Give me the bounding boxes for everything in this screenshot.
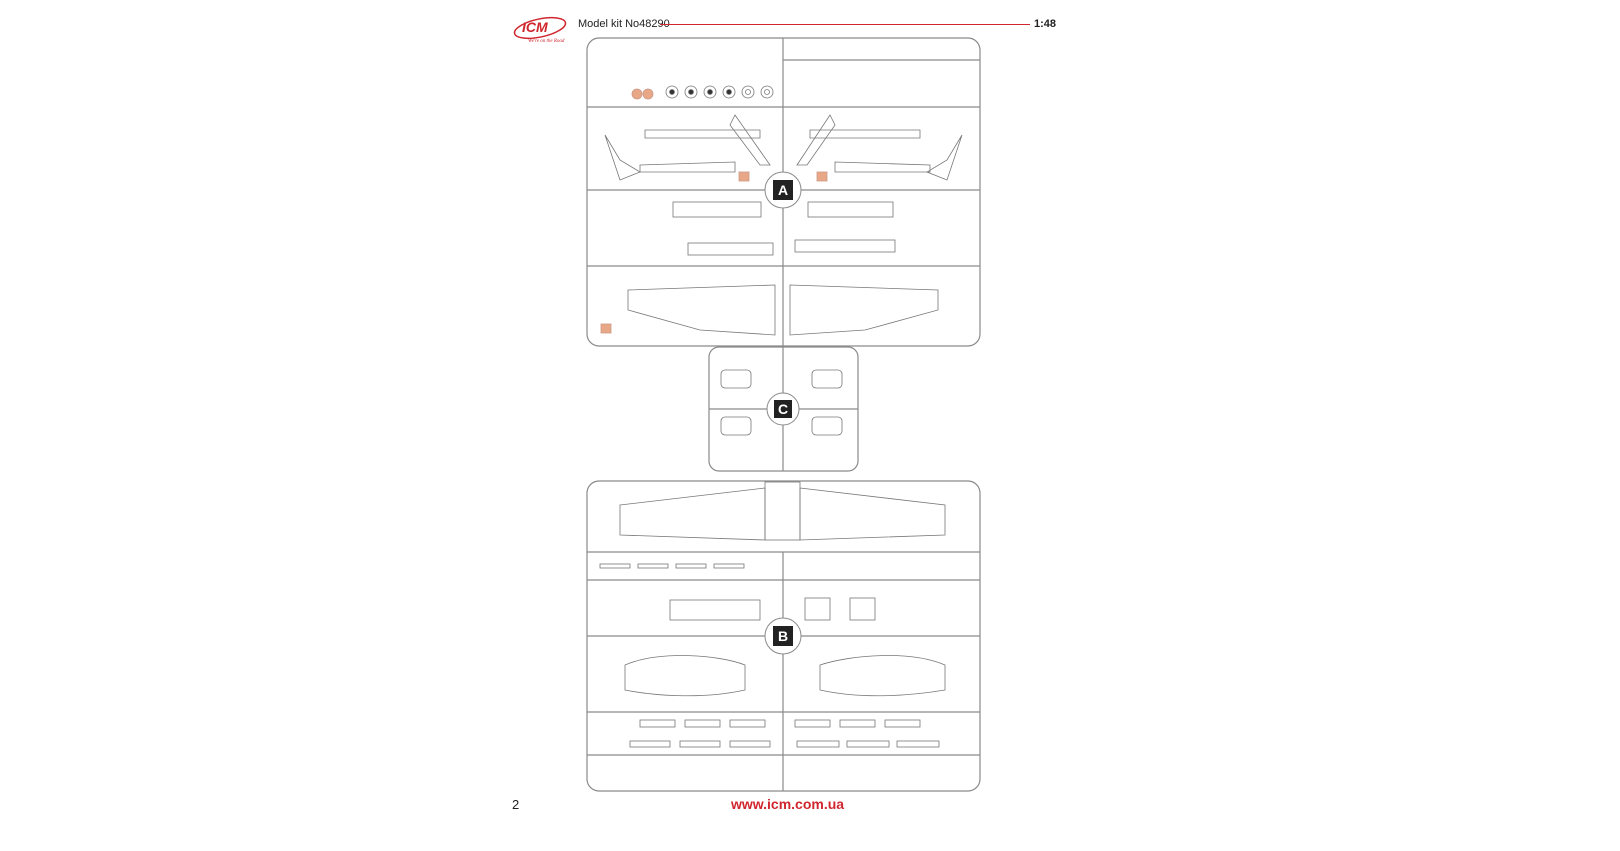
panel-part — [672, 201, 762, 218]
wheel-hub — [707, 89, 713, 95]
wing-center — [764, 481, 801, 541]
panel-part — [807, 201, 894, 218]
upper-wing — [799, 487, 946, 541]
sprue-c-badge: C — [766, 392, 800, 426]
rod-part — [896, 740, 940, 748]
canopy-part — [720, 416, 752, 436]
canopy-part — [811, 416, 843, 436]
rod-part — [884, 719, 921, 728]
clear-part — [816, 171, 828, 182]
kit-title: Model kit No48290 — [578, 18, 670, 30]
rod-part — [729, 719, 766, 728]
tail-fin — [796, 114, 836, 166]
rod-part — [684, 719, 721, 728]
upper-wing — [619, 487, 766, 541]
boom-part — [639, 161, 736, 173]
wheel-part — [760, 85, 774, 99]
wheel-hub — [669, 89, 675, 95]
wheel-part — [741, 85, 755, 99]
sprue-a-letter: A — [778, 182, 788, 198]
sprue-a-badge: A — [764, 171, 802, 209]
fuselage-half — [819, 655, 946, 697]
rod-part — [629, 740, 671, 748]
wing-half — [627, 284, 776, 336]
panel-part — [687, 242, 774, 256]
icm-logo: ICM We're on the Road — [512, 14, 568, 44]
rod-part — [839, 719, 876, 728]
svg-text:ICM: ICM — [522, 19, 548, 35]
panel-part — [849, 597, 876, 621]
rod-part — [675, 563, 707, 569]
clear-part — [642, 88, 654, 100]
rod-part — [729, 740, 771, 748]
website-link[interactable]: www.icm.com.ua — [731, 796, 845, 812]
kit-scale: 1:48 — [1034, 18, 1057, 30]
wheel-part — [684, 85, 698, 99]
clear-part — [631, 88, 643, 100]
canopy-part — [811, 369, 843, 389]
clear-part — [600, 323, 612, 334]
wheel-part — [703, 85, 717, 99]
wheel-part — [722, 85, 736, 99]
fuselage-half — [624, 655, 746, 697]
wheel-hub — [688, 89, 694, 95]
panel-part — [804, 597, 831, 621]
wheel-part — [665, 85, 679, 99]
wheel-hub — [745, 89, 751, 95]
rod-part — [796, 740, 840, 748]
rod-part — [794, 719, 831, 728]
tail-fin — [926, 134, 963, 181]
svg-text:We're on the Road: We're on the Road — [528, 39, 565, 44]
boom-part — [809, 129, 921, 139]
rod-part — [639, 719, 676, 728]
wheel-hub — [726, 89, 732, 95]
header-rule — [660, 24, 1030, 25]
rod-part — [679, 740, 721, 748]
wing-half — [789, 284, 939, 336]
engine-part — [669, 599, 761, 621]
boom-part — [644, 129, 761, 139]
rod-part — [599, 563, 631, 569]
rod-part — [637, 563, 669, 569]
page-number: 2 — [512, 797, 520, 812]
tail-fin — [604, 134, 641, 181]
panel-part — [794, 239, 896, 253]
canopy-part — [720, 369, 752, 389]
sprue-b-badge: B — [764, 617, 802, 655]
clear-part — [738, 171, 750, 182]
sprue-b-letter: B — [778, 628, 788, 644]
rod-part — [846, 740, 890, 748]
rod-part — [713, 563, 745, 569]
sprue-c-letter: C — [778, 401, 788, 417]
tail-fin — [729, 114, 771, 166]
boom-part — [834, 161, 931, 173]
wheel-hub — [764, 89, 770, 95]
